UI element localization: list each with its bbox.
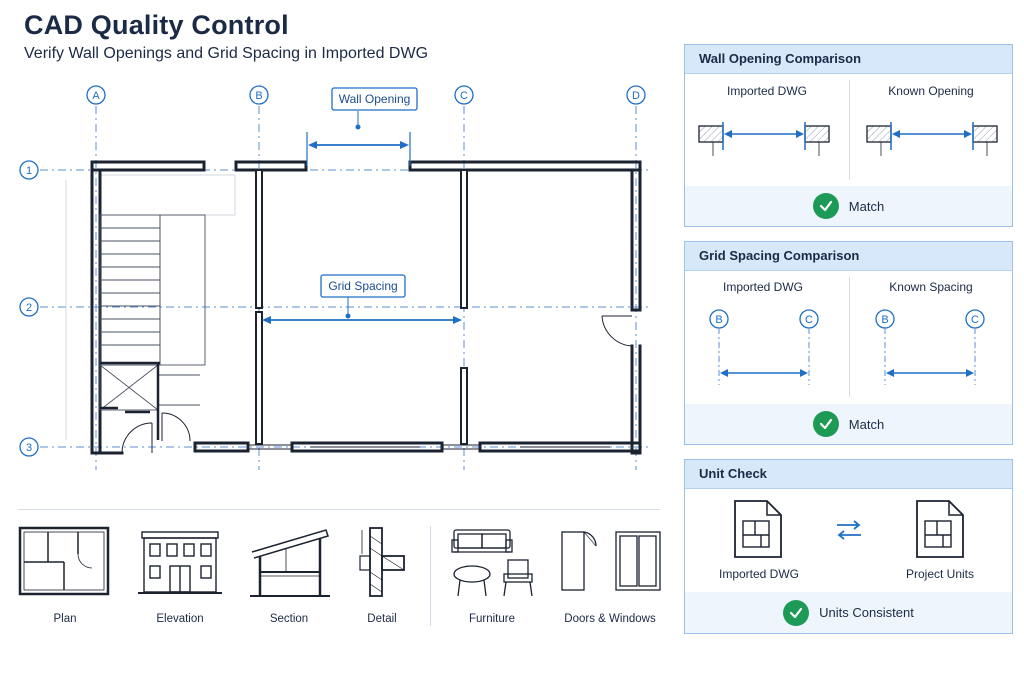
elevation-icon — [138, 531, 222, 594]
svg-text:C: C — [460, 90, 468, 102]
grid-spacing-right-label: Known Spacing — [889, 280, 973, 294]
plan-icon — [18, 526, 110, 596]
grid-spacing-panel: Grid Spacing Comparison Imported DWG Kno… — [684, 241, 1013, 445]
furniture-icon — [451, 529, 533, 597]
grid-bubble-2: 2 — [19, 297, 39, 317]
wall-opening-panel-title: Wall Opening Comparison — [685, 45, 1012, 74]
grid-spacing-panel-title: Grid Spacing Comparison — [685, 242, 1012, 271]
grid-spacing-panel-body: Imported DWG Known Spacing B C B C — [685, 271, 1012, 404]
known-opening-diagram — [866, 122, 998, 156]
unit-check-status: Units Consistent — [685, 592, 1012, 633]
wall-opening-panel-body: Imported DWG Known Opening — [685, 74, 1012, 186]
unit-check-status-text: Units Consistent — [819, 605, 914, 620]
tool-label-section: Section — [269, 613, 309, 625]
grid-spacing-status-text: Match — [848, 416, 885, 432]
imported-spacing-diagram: B C — [709, 309, 819, 385]
page-subtitle: Verify Wall Openings and Grid Spacing in… — [24, 45, 429, 62]
grid-spacing-dimension — [262, 296, 462, 324]
tool-section[interactable] — [250, 526, 330, 603]
unit-check-panel-body: Imported DWG Project Units — [685, 489, 1012, 593]
door-swings — [121, 315, 633, 454]
toolbar-separator — [430, 526, 431, 626]
tool-elevation[interactable] — [138, 530, 222, 601]
svg-text:C: C — [971, 314, 979, 326]
svg-text:1: 1 — [26, 165, 32, 177]
stair-walls — [100, 361, 160, 440]
svg-text:3: 3 — [26, 442, 32, 454]
tool-furniture[interactable] — [450, 526, 536, 607]
grid-bubble-b: B — [249, 85, 269, 105]
grid-bubble-1: 1 — [19, 160, 39, 180]
unit-check-right-label: Project Units — [905, 567, 975, 581]
check-icon — [812, 193, 839, 219]
wall-opening-status: Match — [685, 186, 1012, 226]
grid-bubble-a: A — [86, 85, 106, 105]
grid-spacing-callout: Grid Spacing — [320, 274, 406, 298]
check-icon — [812, 411, 839, 437]
panel-divider — [849, 277, 850, 397]
svg-text:2: 2 — [26, 302, 32, 314]
floor-plan-canvas[interactable]: A B C D 1 2 3 — [0, 0, 670, 500]
tool-label-furniture: Furniture — [468, 613, 516, 625]
grid-spacing-status: Match — [685, 404, 1012, 444]
bottom-windows — [248, 444, 610, 450]
dwg-file-icon — [734, 500, 782, 558]
doors-windows-icon — [561, 531, 661, 591]
wall-opening-left-label: Imported DWG — [726, 84, 808, 98]
svg-text:D: D — [632, 90, 640, 102]
wall-opening-panel: Wall Opening Comparison Imported DWG Kno… — [684, 44, 1013, 227]
toolbar-divider — [18, 509, 660, 510]
svg-text:C: C — [805, 314, 813, 326]
tool-doors-windows[interactable] — [560, 530, 664, 597]
wall-opening-callout: Wall Opening — [331, 87, 418, 111]
stair — [99, 214, 206, 411]
section-icon — [250, 529, 330, 597]
tool-label-elevation: Elevation — [156, 613, 204, 625]
tool-label-doors-windows: Doors & Windows — [564, 613, 656, 625]
grid-bubble-3: 3 — [19, 437, 39, 457]
panel-divider — [849, 80, 850, 180]
grid-bubble-d: D — [626, 85, 646, 105]
interior-walls — [255, 169, 468, 445]
detail-icon — [359, 527, 405, 597]
wall-opening-dimension — [306, 111, 411, 166]
tool-label-plan: Plan — [53, 613, 77, 625]
imported-opening-diagram — [698, 122, 830, 156]
wall-opening-right-label: Known Opening — [888, 84, 974, 98]
grid-spacing-left-label: Imported DWG — [722, 280, 804, 294]
known-spacing-diagram: B C — [875, 309, 985, 385]
svg-text:B: B — [881, 314, 888, 326]
grid-bubble-c: C — [454, 85, 474, 105]
tool-label-detail: Detail — [367, 613, 397, 625]
tool-detail[interactable] — [356, 526, 408, 603]
svg-text:B: B — [255, 90, 262, 102]
wall-opening-status-text: Match — [848, 198, 885, 214]
svg-text:A: A — [92, 90, 100, 102]
page-title: CAD Quality Control — [24, 10, 289, 40]
tool-plan[interactable] — [18, 526, 112, 603]
svg-text:Wall Opening: Wall Opening — [339, 92, 411, 106]
check-icon — [783, 599, 810, 626]
exterior-walls — [90, 160, 642, 455]
svg-text:B: B — [715, 314, 722, 326]
swap-arrows-icon — [837, 520, 861, 540]
unit-check-panel-title: Unit Check — [685, 460, 1012, 489]
svg-text:Grid Spacing: Grid Spacing — [328, 279, 397, 293]
unit-check-left-label: Imported DWG — [718, 567, 800, 581]
unit-check-panel: Unit Check Imported DWG — [684, 459, 1013, 634]
project-file-icon — [916, 500, 964, 558]
